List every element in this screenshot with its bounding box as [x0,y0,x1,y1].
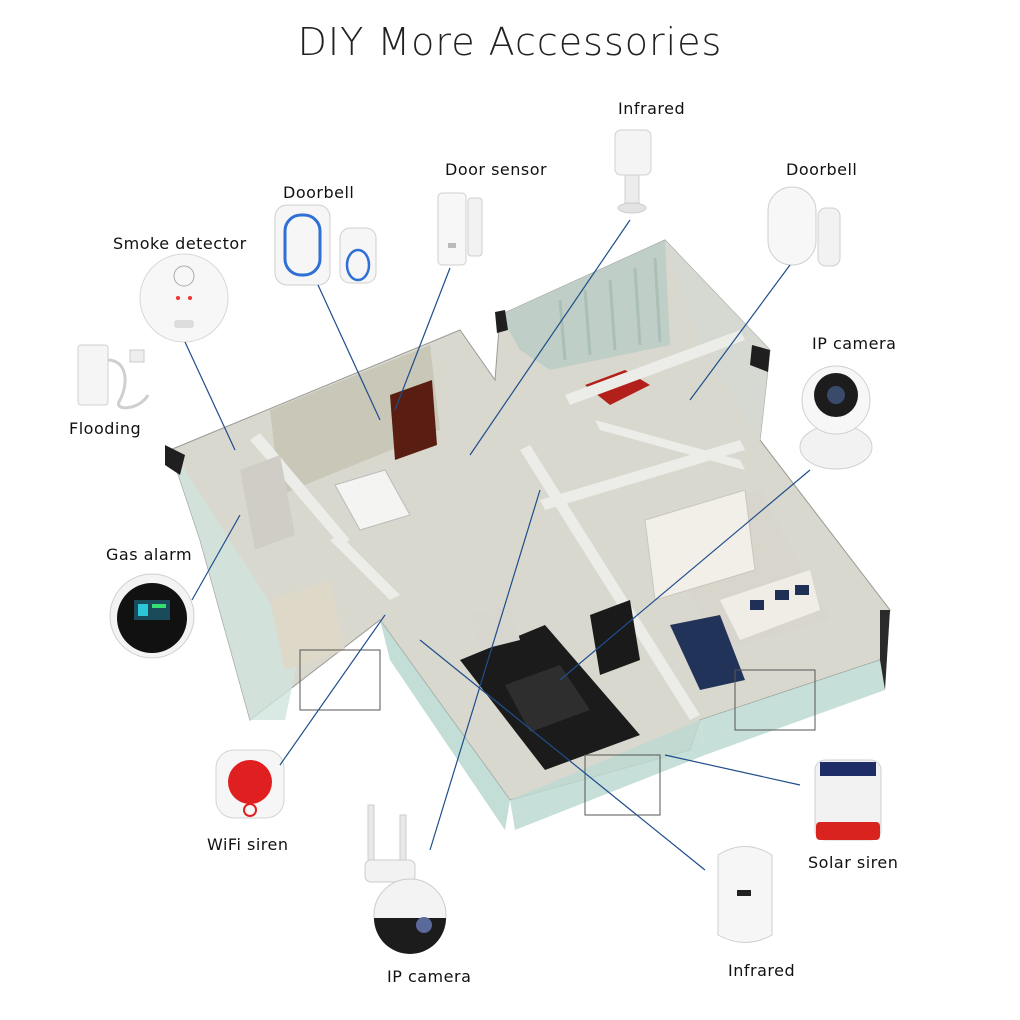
line-solar-siren [664,754,801,786]
label-smoke-detector: Smoke detector [113,234,247,253]
label-door-sensor: Door sensor [445,160,548,179]
line-ip-camera-right [559,469,811,681]
doorbell-right-icon [767,186,841,267]
line-infrared-bottom [419,639,706,871]
doorbell-left-icon [274,204,377,286]
ip-camera-bottom-icon [364,804,447,954]
line-doorbell-left [317,284,381,421]
label-solar-siren: Solar siren [808,853,899,872]
page-title: DIY More Accessories [297,20,723,64]
flooding-icon [77,344,150,410]
infrared-bottom-icon [717,846,773,943]
line-doorbell-right [689,264,791,401]
label-doorbell-right: Doorbell [786,160,858,179]
label-ip-camera-right: IP camera [812,334,897,353]
line-wifi-siren [279,614,386,766]
label-flooding: Flooding [69,419,142,438]
line-smoke-detector [184,341,236,451]
line-ip-camera-bottom [429,489,541,851]
infrared-top-icon [614,129,652,214]
label-ip-camera-bottom: IP camera [387,967,472,986]
door-sensor-icon [437,192,483,266]
line-door-sensor [394,267,451,411]
label-infrared-top: Infrared [618,99,686,118]
gas-alarm-icon [109,573,195,659]
solar-siren-icon [814,759,882,841]
line-infrared-top [469,219,631,456]
label-wifi-siren: WiFi siren [207,835,289,854]
smoke-detector-icon [139,253,229,343]
label-doorbell-left: Doorbell [283,183,355,202]
wifi-siren-icon [215,749,285,819]
line-gas-alarm [191,514,241,601]
label-gas-alarm: Gas alarm [106,545,193,564]
label-infrared-bottom: Infrared [728,961,796,980]
ip-camera-right-icon [799,365,873,470]
